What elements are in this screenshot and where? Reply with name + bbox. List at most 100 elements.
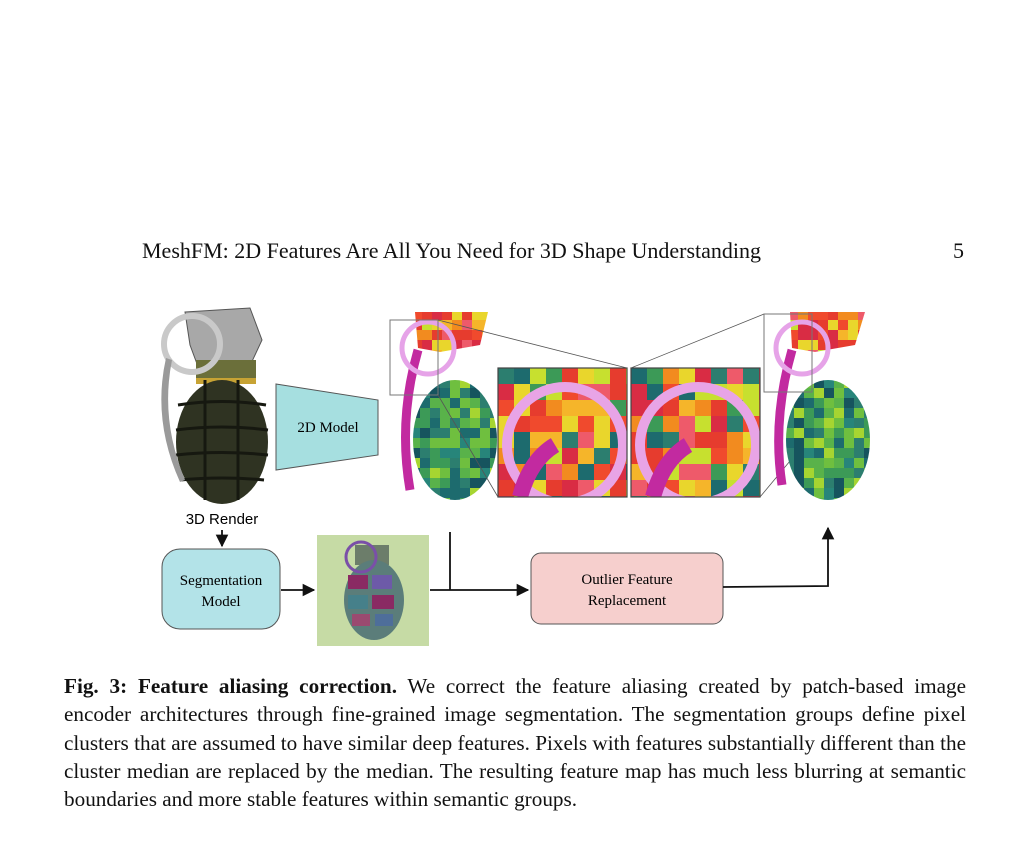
feature-patch <box>472 320 482 330</box>
zoom-patch <box>663 432 679 448</box>
figure-diagram: 3D Render 2D Model Segmentation Model <box>161 307 884 646</box>
feature-patch <box>450 448 460 458</box>
zoom-patch <box>711 496 727 497</box>
feature-patch <box>490 428 497 438</box>
zoom-patch <box>679 464 695 480</box>
feature-patch <box>432 330 442 340</box>
zoom-patch <box>743 496 759 497</box>
feature-patch <box>452 330 462 340</box>
zoom-patch <box>610 496 626 497</box>
zoom-patch <box>727 416 743 432</box>
zoom-patch <box>695 480 711 496</box>
feature-patch <box>420 448 430 458</box>
zoom-patch <box>530 416 546 432</box>
feature-patch <box>854 428 864 438</box>
feature-patch <box>854 388 864 398</box>
feature-patch <box>440 408 450 418</box>
feature-patch <box>420 398 430 408</box>
feature-patch <box>864 428 870 438</box>
feature-patch <box>490 448 497 458</box>
feature-patch <box>814 408 824 418</box>
feature-patch <box>450 498 460 500</box>
feature-patch <box>460 398 470 408</box>
zoom-patch <box>498 368 514 384</box>
feature-patch <box>804 458 814 468</box>
zoom-patch <box>647 368 663 384</box>
feature-patch <box>874 458 884 468</box>
zoom-patch <box>727 368 743 384</box>
feature-patch <box>848 350 858 352</box>
feature-patch <box>450 458 460 468</box>
feature-patch <box>874 498 884 508</box>
feature-patch <box>413 408 420 418</box>
feature-patch <box>864 398 870 408</box>
feature-patch <box>854 408 864 418</box>
zoom-patch <box>647 432 663 448</box>
feature-patch <box>808 350 818 352</box>
feature-patch <box>838 350 848 352</box>
feature-patch <box>460 438 470 448</box>
zoom-patch <box>594 464 610 480</box>
feature-patch <box>790 312 798 320</box>
feature-patch <box>432 312 442 320</box>
feature-patch <box>480 458 490 468</box>
feature-patch <box>450 468 460 478</box>
feature-patch <box>858 312 865 320</box>
feature-patch <box>804 398 814 408</box>
feature-patch <box>420 380 430 388</box>
render-grenade <box>161 307 269 504</box>
zoom-patch <box>711 432 727 448</box>
feature-patch <box>814 380 824 388</box>
feature-patch <box>490 418 497 428</box>
feature-patch <box>864 498 870 500</box>
zoom-patch <box>663 496 679 497</box>
feature-patch <box>462 312 472 320</box>
feature-patch <box>854 458 864 468</box>
feature-patch <box>790 340 798 350</box>
zoom-patch <box>711 368 727 384</box>
feature-patch <box>844 408 854 418</box>
feature-patch <box>874 438 884 448</box>
feature-patch <box>440 428 450 438</box>
feature-patch <box>430 448 440 458</box>
feature-patch <box>460 418 470 428</box>
caption-title: Feature aliasing correction. <box>137 674 398 698</box>
segmentation-model-box <box>161 548 281 630</box>
feature-patch <box>420 478 430 488</box>
feature-patch <box>838 340 848 350</box>
zoom-patch <box>578 432 594 448</box>
feature-patch <box>834 380 844 388</box>
feature-patch <box>814 488 824 498</box>
feature-patch <box>864 488 870 498</box>
feature-patch <box>480 488 490 498</box>
zoom-patch <box>578 496 594 497</box>
feature-patch <box>814 468 824 478</box>
feature-patch <box>450 388 460 398</box>
feature-patch <box>422 330 432 340</box>
zoom-patch <box>695 496 711 497</box>
feature-patch <box>480 398 490 408</box>
feature-patch <box>472 350 482 352</box>
feature-patch <box>480 448 490 458</box>
feature-patch <box>854 438 864 448</box>
feature-patch <box>462 350 472 352</box>
feature-patch <box>470 448 480 458</box>
feature-patch <box>450 380 460 388</box>
zoom-patch <box>711 400 727 416</box>
feature-patch <box>874 378 884 388</box>
feature-patch <box>814 438 824 448</box>
zoom-patch <box>546 400 562 416</box>
feature-patch <box>480 478 490 488</box>
zoom-patch <box>759 496 760 497</box>
feature-patch <box>794 408 804 418</box>
zoom-patch <box>530 432 546 448</box>
feature-patch <box>480 468 490 478</box>
feature-patch <box>824 418 834 428</box>
feature-patch <box>804 428 814 438</box>
feature-patch <box>790 330 798 340</box>
feature-patch <box>844 448 854 458</box>
feature-patch <box>462 330 472 340</box>
zoom-patch <box>594 432 610 448</box>
zoom-patch <box>562 464 578 480</box>
feature-patch <box>844 488 854 498</box>
